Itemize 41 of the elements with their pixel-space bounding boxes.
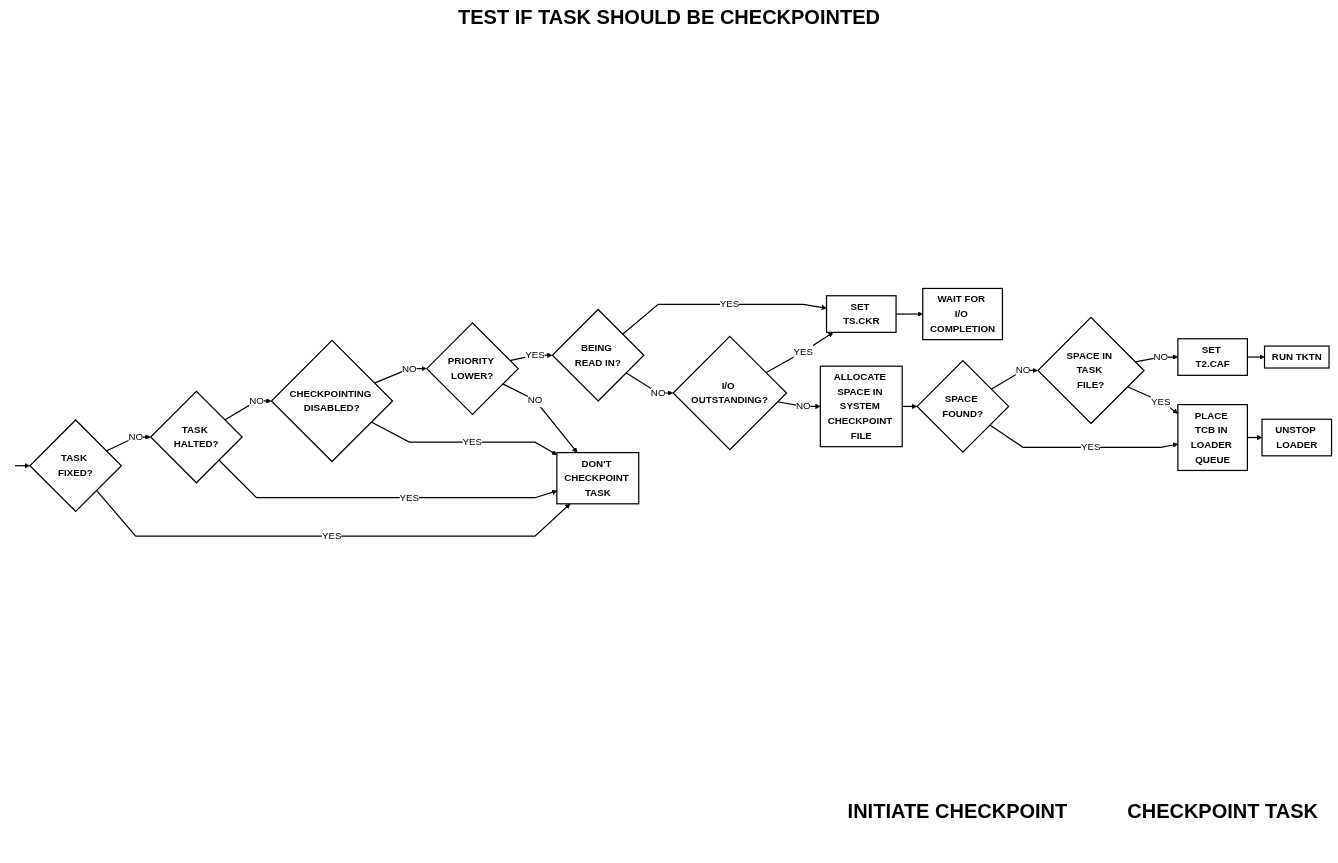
bracket-label: CHECKPOINT TASK <box>1127 800 1318 823</box>
node-box: SET T2.CAF <box>1177 338 1248 376</box>
edge-label: YES <box>793 346 814 357</box>
edge-label: NO <box>795 400 811 412</box>
edge-label: YES <box>399 492 420 503</box>
arrow <box>370 421 558 455</box>
arrow <box>622 303 827 335</box>
edge-label: NO <box>249 395 264 406</box>
bracket-label: TEST IF TASK SHOULD BE CHECKPOINTED <box>457 6 881 29</box>
node-box: ALLOCATE SPACE IN SYSTEM CHECKPOINT FILE <box>819 365 903 448</box>
arrow <box>502 383 578 453</box>
node-diamond: PRIORITY LOWER? <box>425 322 520 416</box>
edge-label: YES <box>1151 396 1171 407</box>
edge-label: NO <box>1015 365 1031 376</box>
edge-label: NO <box>1153 351 1169 362</box>
node-diamond: TASK FIXED? <box>29 419 123 513</box>
edge-label: YES <box>321 530 342 542</box>
node-box: DON'T CHECKPOINT TASK <box>556 452 640 505</box>
edge-label: NO <box>402 363 417 374</box>
node-box: RUN TKTN <box>1263 345 1330 369</box>
node-diamond: TASK HALTED? <box>149 390 243 484</box>
node-box: PLACE TCB IN LOADER QUEUE <box>1177 404 1248 472</box>
edge-label: YES <box>1080 441 1101 453</box>
node-diamond: SPACE IN TASK FILE? <box>1037 316 1145 425</box>
node-diamond: CHECKPOINTING DISABLED? <box>270 339 394 463</box>
edge-label: NO <box>128 431 144 442</box>
node-diamond: BEING READ IN? <box>551 308 645 402</box>
arrow <box>95 489 571 537</box>
edge-label: NO <box>650 387 666 398</box>
edge-label: NO <box>527 394 543 405</box>
arrow <box>14 463 30 469</box>
edge-label: YES <box>719 298 740 310</box>
node-diamond: SPACE FOUND? <box>916 359 1010 454</box>
node-box: SET TS.CKR <box>825 295 897 333</box>
node-box: WAIT FOR I/O COMPLETION <box>922 287 1004 341</box>
arrow <box>765 332 834 374</box>
edge-label: YES <box>525 349 545 361</box>
node-box: UNSTOP LOADER <box>1261 418 1333 457</box>
bracket-label: INITIATE CHECKPOINT <box>847 800 1068 823</box>
node-diamond: I/O OUTSTANDING? <box>672 335 788 451</box>
edge-label: YES <box>462 436 482 448</box>
